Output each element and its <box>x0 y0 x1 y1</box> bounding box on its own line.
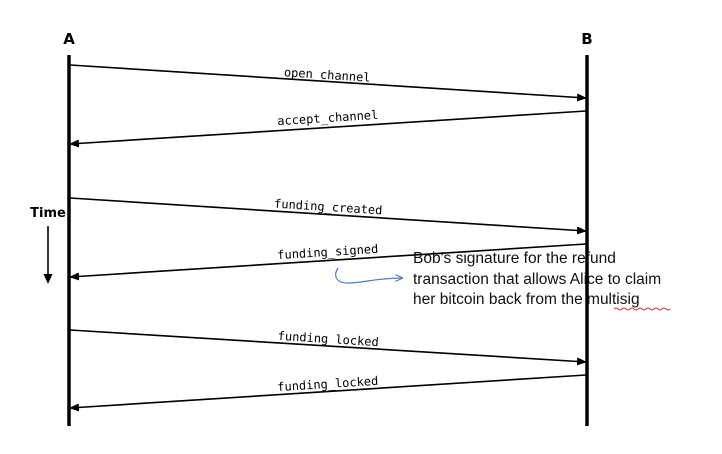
message-arrow-4 <box>69 243 587 281</box>
message-label-5: funding_locked <box>277 329 379 349</box>
message-arrow-3 <box>69 197 587 235</box>
message-arrow-6 <box>69 374 587 412</box>
message-label-1: open_channel <box>284 65 371 84</box>
message-label-3: funding_created <box>274 197 383 218</box>
party-b-label: B <box>581 30 592 48</box>
annotation-line-1: Bob's signature for the refund <box>413 250 616 267</box>
annotation-pointer-arrow <box>335 267 402 284</box>
spellcheck-squiggle <box>613 307 671 311</box>
annotation-line-3: her bitcoin back from the multisig <box>413 291 640 308</box>
message-label-4: funding_signed <box>277 242 379 262</box>
message-label-2: accept_channel <box>277 108 379 128</box>
message-arrow-1 <box>69 64 587 102</box>
message-label-6: funding_locked <box>277 374 379 394</box>
time-label: Time <box>30 206 66 221</box>
time-arrow-head <box>43 274 53 284</box>
annotation-line-2: transaction that allows Alice to claim <box>413 271 661 288</box>
message-arrow-5 <box>69 329 587 366</box>
message-arrow-2 <box>69 110 587 148</box>
party-a-label: A <box>63 30 75 48</box>
